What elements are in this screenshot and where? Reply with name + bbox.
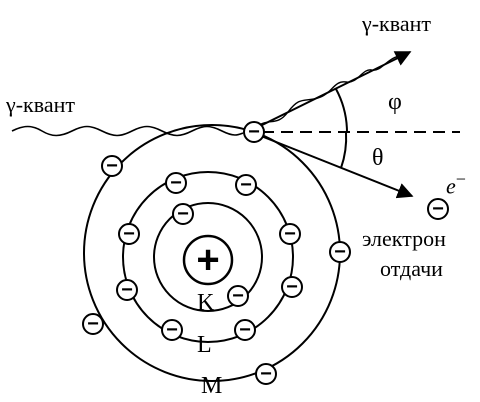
electron-symbol-label: e− (446, 170, 466, 197)
incident-gamma-wave (11, 125, 244, 137)
electron: − (234, 319, 256, 341)
svg-text:−: − (334, 241, 346, 263)
svg-text:−: − (286, 276, 298, 298)
shell-K-orbit (153, 202, 263, 312)
recoil-electron-arrow (255, 133, 414, 199)
recoil-electron-label-line2: отдачи (380, 256, 443, 281)
shell-L-orbit (122, 171, 294, 343)
svg-text:−: − (232, 285, 244, 307)
theta-angle-arc (340, 131, 348, 169)
shell-L-electrons: − − − − − − − − (116, 172, 303, 341)
svg-text:−: − (123, 223, 135, 245)
recoil-electron: − (427, 198, 449, 220)
shell-M-label: M (201, 373, 223, 399)
svg-text:−: − (239, 319, 251, 341)
svg-text:−: − (121, 279, 133, 301)
scattered-gamma-wave (253, 55, 403, 130)
electron: − (172, 203, 194, 225)
electron: − (235, 174, 257, 196)
electron: − (329, 241, 351, 263)
shell-K-electrons: − − (172, 203, 249, 307)
recoil-electron-label-line1: электрон (362, 226, 446, 251)
svg-text:−: − (177, 203, 189, 225)
theta-angle-label: θ (372, 145, 384, 171)
electron: − (116, 279, 138, 301)
svg-text:−: − (170, 172, 182, 194)
shell-M-electrons: − − − − (82, 155, 351, 385)
svg-text:−: − (248, 121, 260, 143)
electron: − (101, 155, 123, 177)
svg-text:−: − (260, 363, 272, 385)
svg-text:−: − (87, 313, 99, 335)
phi-angle-label: φ (388, 89, 402, 115)
electron: − (227, 285, 249, 307)
svg-text:−: − (106, 155, 118, 177)
electron: − (161, 319, 183, 341)
electron: − (118, 223, 140, 245)
electron-symbol: e (446, 173, 456, 199)
electron: − (279, 223, 301, 245)
shell-K-label: K (197, 290, 215, 316)
svg-text:−: − (166, 319, 178, 341)
svg-text:+: + (196, 238, 219, 282)
scattered-gamma-label: γ-квант (362, 11, 431, 36)
electron: − (165, 172, 187, 194)
incident-gamma-label: γ-квант (6, 92, 75, 117)
electron: − (281, 276, 303, 298)
electron: − (255, 363, 277, 385)
struck-electron: − (243, 121, 265, 143)
electron-charge: − (455, 169, 466, 189)
svg-text:−: − (432, 198, 444, 220)
svg-text:−: − (284, 223, 296, 245)
nucleus: + (182, 234, 234, 286)
electron: − (82, 313, 104, 335)
svg-text:−: − (240, 174, 252, 196)
shell-L-label: L (197, 332, 212, 358)
phi-angle-arc (335, 88, 348, 133)
